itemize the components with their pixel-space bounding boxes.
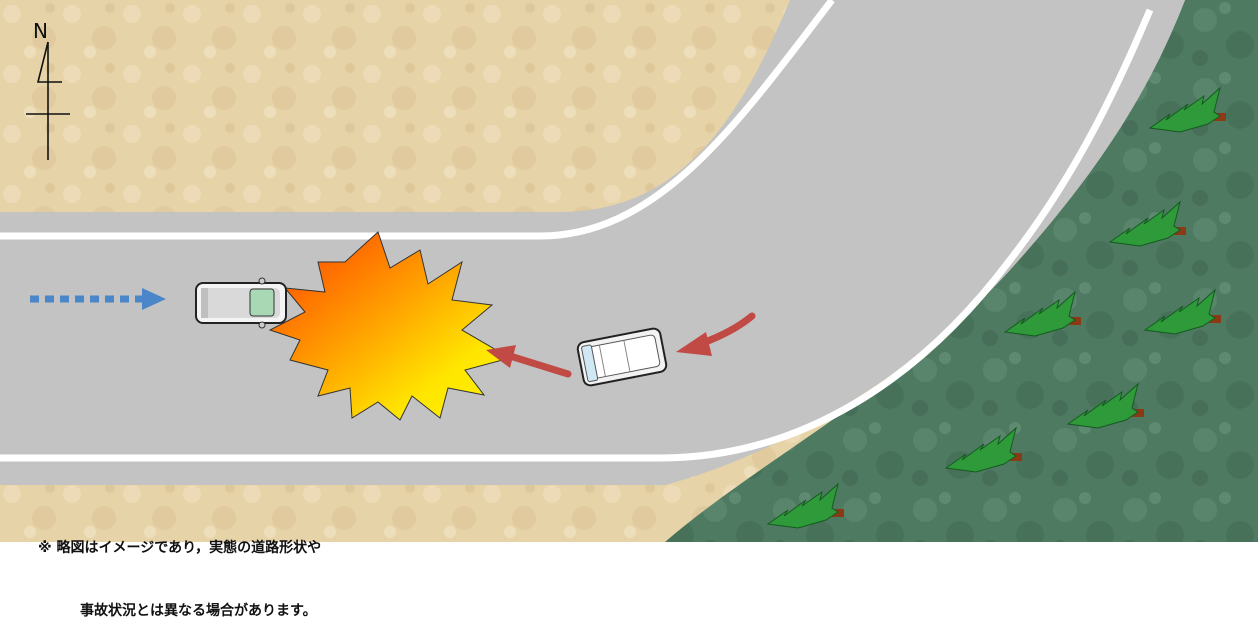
north-label: N xyxy=(33,19,48,43)
diagram-canvas xyxy=(0,0,1258,542)
accident-diagram: N ※ 略図はイメージであり，実態の道路形状や 事故状況とは異なる場合があります… xyxy=(0,0,1258,542)
disclaimer-line-1: ※ 略図はイメージであり，実態の道路形状や xyxy=(38,538,321,559)
disclaimer-line-2: 事故状況とは異なる場合があります。 xyxy=(38,601,321,622)
disclaimer-note: ※ 略図はイメージであり，実態の道路形状や 事故状況とは異なる場合があります。 xyxy=(38,496,321,643)
car-1-icon xyxy=(196,278,286,328)
